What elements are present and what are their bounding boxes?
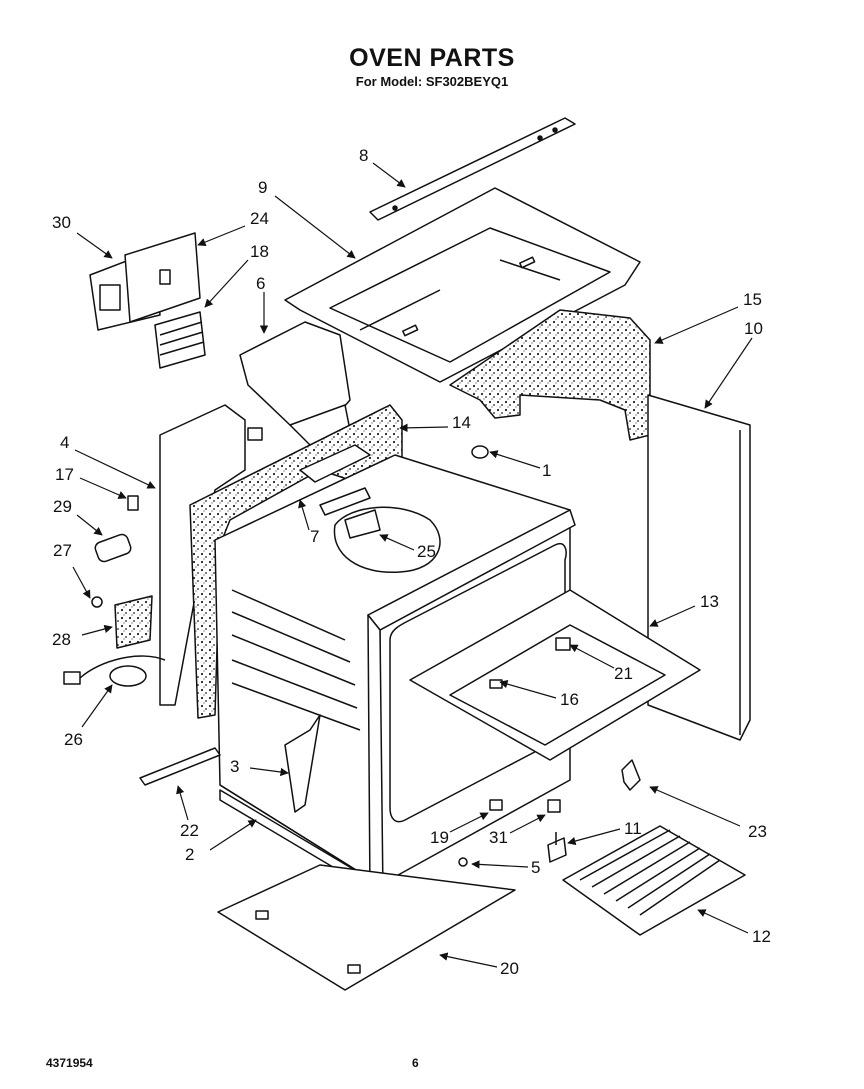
callout-17: 17 bbox=[55, 465, 74, 484]
callout-31: 31 bbox=[489, 828, 508, 847]
part-20-bottom-plate bbox=[217, 864, 516, 991]
callout-30: 30 bbox=[52, 213, 71, 232]
part-3-element bbox=[284, 714, 321, 813]
callout-27: 27 bbox=[53, 541, 72, 560]
callout-9: 9 bbox=[258, 178, 267, 197]
callout-3: 3 bbox=[230, 757, 239, 776]
part-28-pad bbox=[114, 595, 153, 649]
callout-4: 4 bbox=[60, 433, 69, 452]
part-8-brace bbox=[369, 117, 576, 221]
leader-lines bbox=[72, 162, 753, 968]
callout-19: 19 bbox=[430, 828, 449, 847]
callout-28: 28 bbox=[52, 630, 71, 649]
callout-8: 8 bbox=[359, 146, 368, 165]
callout-15: 15 bbox=[743, 290, 762, 309]
callout-6: 6 bbox=[256, 274, 265, 293]
part-5-screw bbox=[458, 857, 468, 867]
part-27-clip bbox=[91, 596, 103, 608]
part-22-rail bbox=[139, 747, 221, 786]
part-12-rack bbox=[562, 825, 746, 936]
part-11-leveler bbox=[547, 832, 567, 863]
page-title: OVEN PARTS bbox=[349, 44, 515, 72]
callout-16: 16 bbox=[560, 690, 579, 709]
callout-2: 2 bbox=[185, 845, 194, 864]
callout-22: 22 bbox=[180, 821, 199, 840]
callout-25: 25 bbox=[417, 542, 436, 561]
part-1-clip bbox=[471, 445, 489, 459]
model-line: For Model: SF302BEYQ1 bbox=[355, 74, 509, 89]
part-31-block bbox=[547, 799, 561, 813]
callout-11: 11 bbox=[624, 819, 642, 838]
part-29-pad bbox=[94, 533, 132, 563]
callout-labels: 8 9 30 24 18 6 15 10 4 14 1 17 29 7 25 2… bbox=[52, 146, 771, 978]
part-18-heat-shield bbox=[154, 311, 206, 369]
callout-20: 20 bbox=[500, 959, 519, 978]
callout-5: 5 bbox=[531, 858, 540, 877]
callout-29: 29 bbox=[53, 497, 72, 516]
part-13-bottom-panel bbox=[409, 589, 701, 761]
callout-23: 23 bbox=[748, 822, 767, 841]
part-6-vent-duct bbox=[239, 321, 351, 446]
part-26-cord bbox=[63, 655, 166, 687]
doc-number: 4371954 bbox=[46, 1056, 93, 1070]
page-number: 6 bbox=[412, 1056, 419, 1070]
callout-13: 13 bbox=[700, 592, 719, 611]
part-23-tag bbox=[621, 759, 641, 791]
callout-24: 24 bbox=[250, 209, 269, 228]
part-9-top-frame bbox=[284, 187, 641, 383]
callout-14: 14 bbox=[452, 413, 471, 432]
part-19-block bbox=[489, 799, 503, 811]
callout-12: 12 bbox=[752, 927, 771, 946]
callout-7: 7 bbox=[310, 527, 319, 546]
callout-26: 26 bbox=[64, 730, 83, 749]
part-17-clip bbox=[127, 495, 139, 511]
part-15-insulation bbox=[449, 309, 651, 441]
callout-21: 21 bbox=[614, 664, 633, 683]
callout-18: 18 bbox=[250, 242, 269, 261]
callout-1: 1 bbox=[542, 461, 551, 480]
part-24-panel bbox=[124, 232, 201, 323]
callout-10: 10 bbox=[744, 319, 763, 338]
